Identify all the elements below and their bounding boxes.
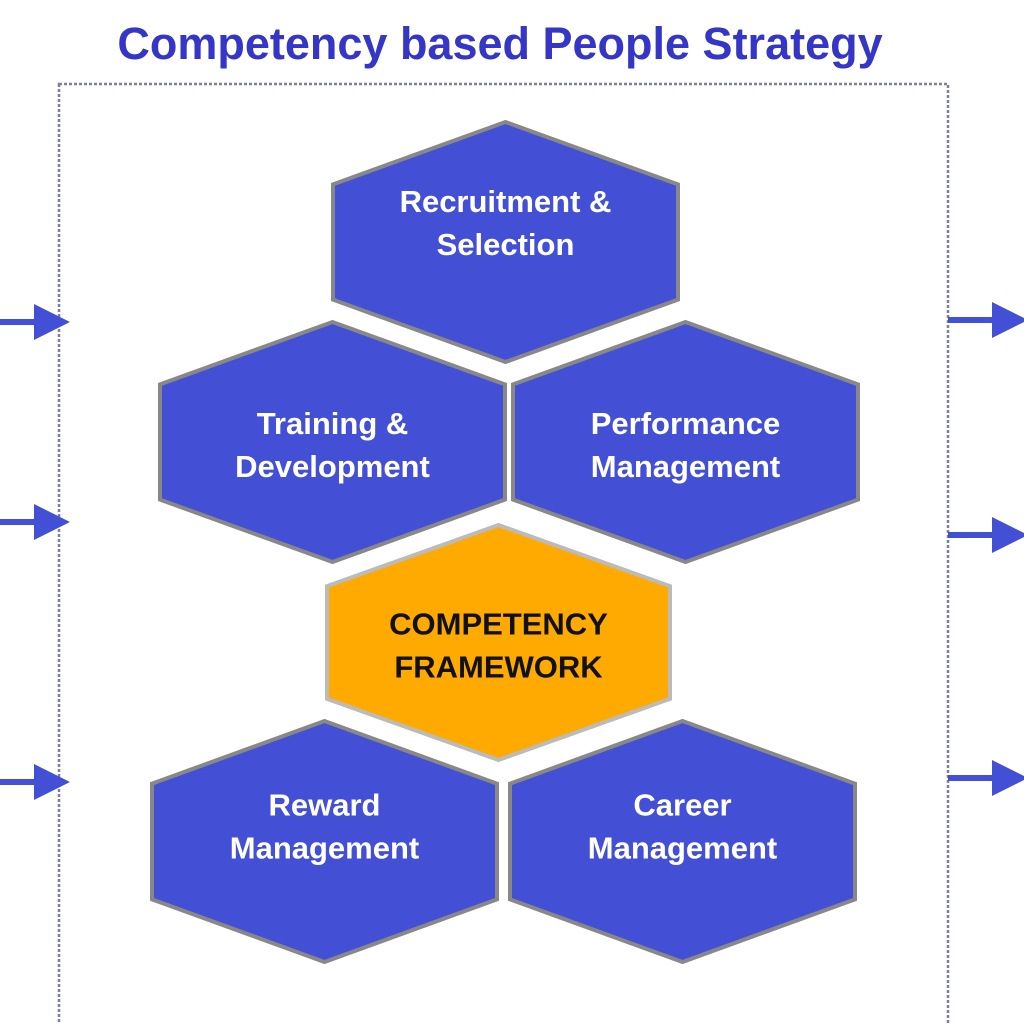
hexagon-competency: COMPETENCY FRAMEWORK [325,522,672,763]
hexagon-recruitment: Recruitment & Selection [331,119,680,365]
hexagon-shape [511,319,860,565]
hexagon-label-line: Reward [269,788,381,823]
hexagon-label-line: Career [633,788,731,823]
hexagon-label-line: Selection [437,227,575,262]
hexagon-label-line: Development [235,449,430,484]
hexagon-shape [150,718,499,965]
hexagon-label-line: Management [591,449,780,484]
hexagon-training: Training & Development [158,319,507,565]
hexagon-shape [325,522,672,763]
hexagon-label-line: Performance [591,406,781,441]
hexagon-shape [331,119,680,365]
hexagon-label-line: COMPETENCY [389,607,608,642]
hexagon-label-line: Training & [257,406,409,441]
hexagon-label-line: FRAMEWORK [394,650,603,685]
hexagon-label-line: Management [588,831,777,866]
hexagon-label-line: Recruitment & [400,184,612,219]
hexagon-shape [158,319,507,565]
diagram-title: Competency based People Strategy [117,18,883,69]
strategy-frame [57,82,950,1024]
hexagon-shape [508,718,857,965]
hexagon-label-line: Management [230,831,419,866]
